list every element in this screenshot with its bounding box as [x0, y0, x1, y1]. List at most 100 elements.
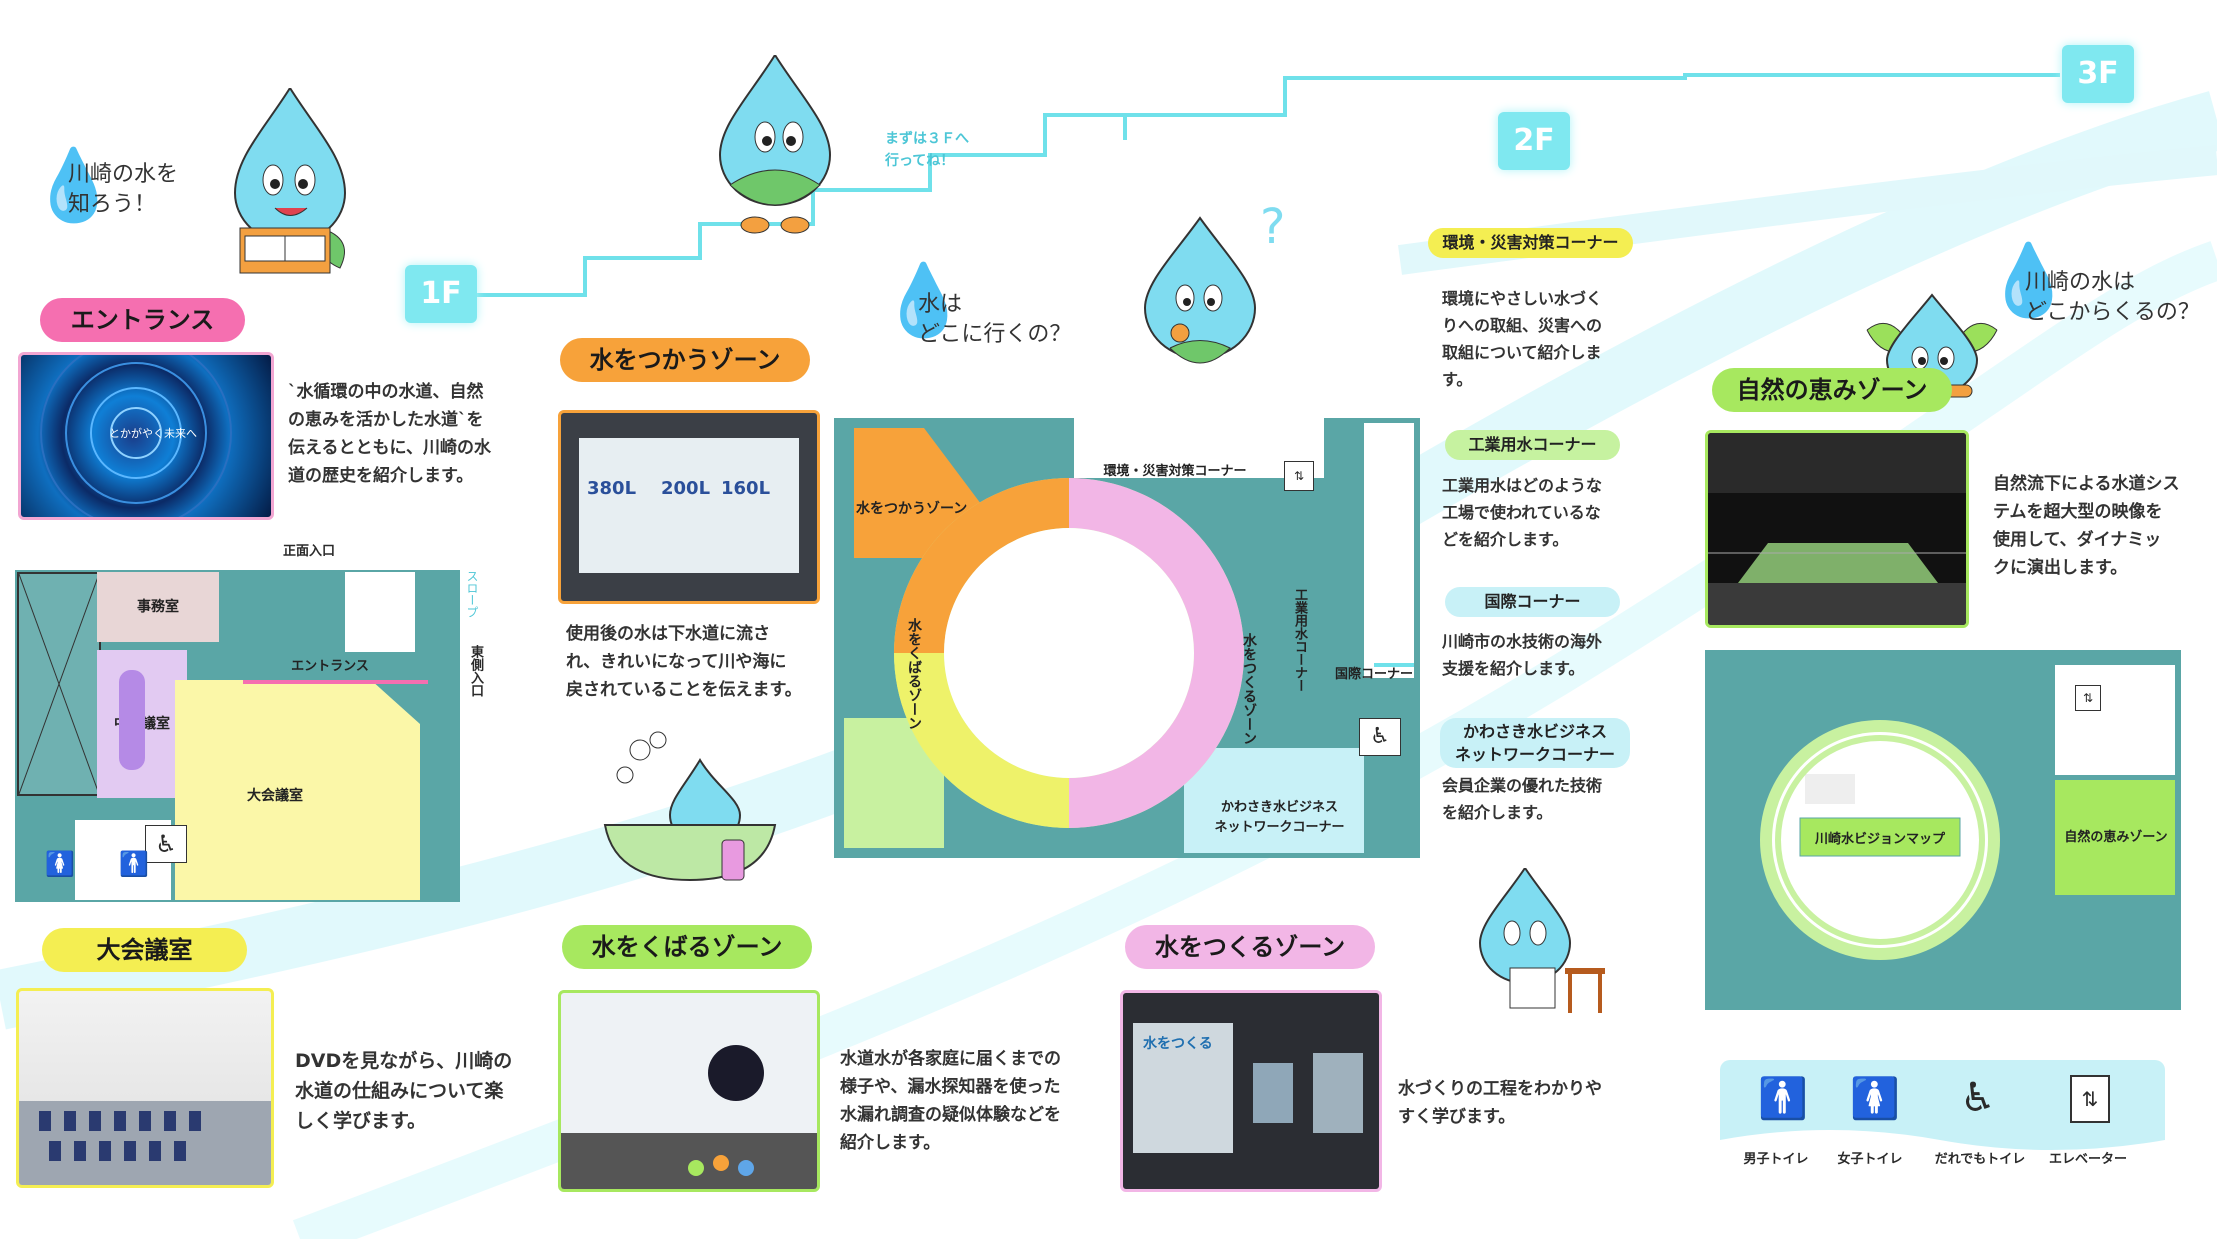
deliver-zone-desc-line: 水道水が各家庭に届くまでの [840, 1049, 1061, 1069]
hall-desc-line: しく学びます。 [295, 1110, 427, 1132]
make-zone-desc-line: すく学びます。 [1398, 1107, 1516, 1127]
nature-zone-photo-scene [1708, 433, 1966, 625]
make-zone-title: 水をつくるゾーン [1125, 925, 1375, 969]
map-1f-hall[interactable]: 大会議室 [247, 788, 303, 804]
nature-zone-desc-line: クに演出します。 [1993, 558, 2128, 578]
map-2f: 水をつかうゾーン 環境・災害対策コーナー 工業用水コーナー 国際コーナー 水をく… [834, 418, 1420, 858]
nature-zone-desc-line: 使用して、ダイナミッ [1993, 530, 2162, 550]
use-zone-desc: 使用後の水は下水道に流さ れ、きれいになって川や海に 戻されていることを伝えます… [566, 620, 802, 704]
mascot-microscope-icon [1478, 868, 1605, 1013]
map-1f-entrance-label: エントランス [291, 659, 369, 674]
map-2f-business-corner[interactable]: かわさき水ビジネス ネットワークコーナー [1192, 798, 1367, 838]
where-from-text: 川崎の水は どこからくるの？ [2025, 268, 2200, 328]
entrance-desc-line: 道の歴史を紹介します。 [288, 466, 474, 486]
mascot-question-icon: ? [1143, 199, 1285, 364]
entrance-desc-line: の恵みを活かした水道`を [288, 410, 484, 430]
map-1f-stairs [345, 572, 415, 652]
where-goes-text: 水は どこに行くの？ [918, 290, 1071, 350]
legend-elevator-label: エレベーター [2048, 1152, 2127, 1167]
floor-2f-button[interactable]: 2F [1498, 112, 1570, 170]
legend-accessible-label: だれでもトイレ [1934, 1152, 2026, 1167]
hall-photo [16, 988, 274, 1188]
legend-female-label: 女子トイレ [1837, 1152, 1903, 1167]
corner-desc-line: 取組について紹介しま [1442, 343, 1602, 362]
map-2f-env-corner[interactable]: 環境・災害対策コーナー [1103, 464, 1247, 479]
mascot-bath-icon [603, 731, 777, 882]
east-entrance-label: 東側入口 [468, 645, 483, 697]
make-zone-photo-scene [1133, 1023, 1363, 1153]
svg-text:?: ? [1260, 199, 1285, 255]
corner-desc-line: 環境にやさしい水づく [1442, 289, 1603, 308]
map-2f-intl-corner[interactable]: 国際コーナー [1334, 667, 1413, 682]
corner-desc-line: 工業用水はどのような [1442, 476, 1603, 495]
deliver-zone-desc-line: 様子や、漏水探知器を使った [840, 1077, 1061, 1097]
map-2f-use-zone[interactable]: 水をつかうゾーン [856, 501, 968, 517]
corner-business-title-line: ネットワークコーナー [1454, 745, 1615, 764]
legend-elevator-icon: ⇅ [2070, 1075, 2110, 1123]
use-zone-photo-value: 160L [721, 478, 771, 499]
map-2f-deliver-zone[interactable]: 水をくばるゾーン [906, 618, 922, 730]
mascot-leaf-icon [718, 55, 832, 234]
map-3f-vision-map[interactable]: 川崎水ビジョンマップ [1814, 832, 1945, 847]
entrance-desc-line: 伝えるとともに、川崎の水 [288, 438, 491, 458]
entrance-photo-caption: とかがやく未来へ [109, 427, 197, 440]
step-bubble-text: まずは３Ｆへ 行ってね！ [885, 128, 969, 172]
map-1f-entrance-line [243, 680, 428, 684]
corner-desc-line: どを紹介します。 [1442, 530, 1569, 549]
corner-desc-line: 川崎市の水技術の海外 [1442, 632, 1603, 651]
where-from-line: どこからくるの？ [2025, 300, 2200, 325]
where-goes-line: 水は [918, 292, 963, 317]
deliver-zone-desc-line: 紹介します。 [840, 1133, 941, 1153]
use-zone-desc-line: れ、きれいになって川や海に [566, 652, 787, 672]
corner-industrial-title: 工業用水コーナー [1445, 430, 1620, 460]
map-3f-nature-zone[interactable]: 自然の恵みゾーン [2064, 830, 2168, 845]
where-goes-line: どこに行くの？ [918, 322, 1072, 347]
make-zone-desc: 水づくりの工程をわかりや すく学びます。 [1398, 1075, 1602, 1131]
map-1f-office[interactable]: 事務室 [97, 572, 219, 642]
deliver-zone-desc: 水道水が各家庭に届くまでの 様子や、漏水探知器を使った 水漏れ調査の疑似体験など… [840, 1045, 1061, 1157]
map-2f-graphic [834, 418, 1420, 858]
corner-intl-desc: 川崎市の水技術の海外 支援を紹介します。 [1442, 628, 1602, 682]
corner-desc-line: りへの取組、災害への [1442, 316, 1603, 335]
hall-desc-line: 水道の仕組みについて楽 [295, 1080, 504, 1102]
map-1f: 事務室 中会議室 大会議室 エントランス ♿ 🚺 🚹 [15, 570, 460, 902]
nature-zone-desc-line: 自然流下による水道シス [1993, 474, 2180, 494]
hall-photo-chairs [19, 1101, 271, 1185]
legend-wave [1720, 1130, 2165, 1180]
nature-zone-photo [1705, 430, 1969, 628]
corner-intl-title: 国際コーナー [1445, 587, 1620, 617]
map-2f-make-zone[interactable]: 水をつくるゾーン [1241, 633, 1257, 745]
water-drop-watermark-icon: 💧 [880, 259, 968, 341]
nature-zone-title: 自然の恵みゾーン [1712, 368, 1952, 412]
make-zone-desc-line: 水づくりの工程をわかりや [1398, 1079, 1602, 1099]
use-zone-desc-line: 使用後の水は下水道に流さ [566, 624, 770, 644]
use-zone-photo-panel [579, 438, 799, 573]
entrance-photo: とかがやく未来へ [18, 352, 274, 520]
floor-3f-button[interactable]: 3F [2062, 45, 2134, 103]
step-bubble-line: まずは３Ｆへ [885, 131, 969, 147]
where-from-line: 川崎の水は [2025, 270, 2136, 295]
corner-env-desc: 環境にやさしい水づく りへの取組、災害への 取組について紹介しま す。 [1442, 285, 1602, 393]
deliver-zone-title: 水をくばるゾーン [562, 925, 812, 969]
entrance-desc: `水循環の中の水道、自然 の恵みを活かした水道`を 伝えるとともに、川崎の水 道… [288, 378, 491, 490]
map-1f-accessible-icon: ♿ [145, 825, 187, 863]
intro-line: 川崎の水を [68, 162, 179, 187]
deliver-zone-photo [558, 990, 820, 1192]
corner-industrial-desc: 工業用水はどのような 工場で使われているな どを紹介します。 [1442, 472, 1602, 553]
hall-title: 大会議室 [42, 928, 247, 972]
legend-female-icon: 🚺 [1850, 1076, 1900, 1122]
water-drop-watermark-icon: 💧 [30, 144, 118, 226]
corner-business-title-line: かわさき水ビジネス [1462, 722, 1607, 741]
map-1f-hall-floor [175, 680, 420, 900]
floor-1f-button[interactable]: 1F [405, 265, 477, 323]
map-2f-business-line: ネットワークコーナー [1214, 820, 1345, 835]
hall-desc-line: DVDを見ながら、川崎の [295, 1050, 513, 1072]
floor-stair-line [470, 73, 2060, 297]
map-2f-industrial-corner[interactable]: 工業用水コーナー [1292, 588, 1307, 692]
legend-male-label: 男子トイレ [1743, 1152, 1809, 1167]
map-1f-table [119, 670, 145, 770]
corner-env-title: 環境・災害対策コーナー [1428, 228, 1633, 258]
map-1f-male-icon: 🚹 [119, 850, 149, 878]
use-zone-photo: 380L 200L 160L [558, 410, 820, 604]
use-zone-photo-value: 200L [661, 478, 711, 499]
